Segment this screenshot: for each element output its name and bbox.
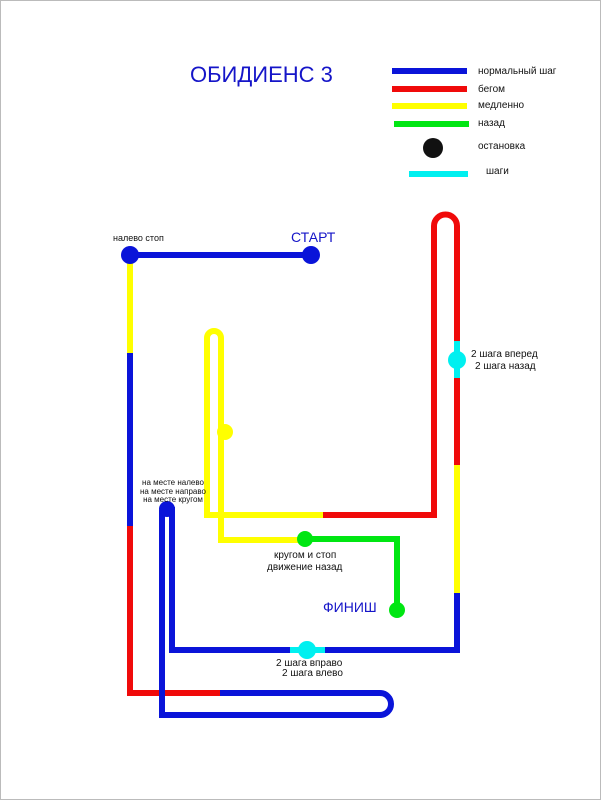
legend-stop-dot (423, 138, 443, 158)
forward-label: 2 шага вперед (471, 349, 538, 360)
steps-dot (298, 641, 316, 659)
backward-label: движение назад (267, 562, 343, 573)
turn-stop-label: кругом и стоп (274, 550, 337, 561)
spot-turn-right: на месте направо (140, 486, 206, 496)
spot-turn-left: на месте налево (142, 478, 204, 487)
start-dot (302, 246, 320, 264)
finish-label: ФИНИШ (323, 599, 377, 615)
stop-dot (121, 246, 139, 264)
left-stop-label: налево стоп (113, 233, 164, 243)
segment-normal (167, 507, 290, 653)
start-label: СТАРТ (291, 229, 336, 245)
steps-dot (448, 351, 466, 369)
legend-label: остановка (478, 141, 526, 152)
right-steps-label: 2 шага вправо (276, 658, 343, 669)
segment-run (323, 211, 460, 518)
back-dot (297, 531, 313, 547)
back-steps-label: 2 шага назад (475, 361, 536, 372)
legend-label: бегом (478, 84, 506, 95)
spot-turn-around: на месте кругом (143, 495, 203, 504)
slow-dot (217, 424, 233, 440)
segment-normal (159, 510, 394, 718)
segment-normal (325, 593, 460, 653)
segment-slow (204, 328, 323, 543)
spot-turns-label: на месте налево на месте направо на мест… (140, 478, 206, 505)
finish-dot (389, 602, 405, 618)
legend-label: нормальный шаг (478, 66, 557, 77)
segment-back (305, 536, 400, 610)
legend-label: назад (478, 118, 505, 129)
legend-label: шаги (486, 166, 509, 177)
page-title: ОБИДИЕНС 3 (190, 62, 333, 87)
left-steps-label: 2 шага влево (282, 668, 343, 679)
stop-dot (159, 501, 175, 517)
legend-label: медленно (478, 100, 525, 111)
